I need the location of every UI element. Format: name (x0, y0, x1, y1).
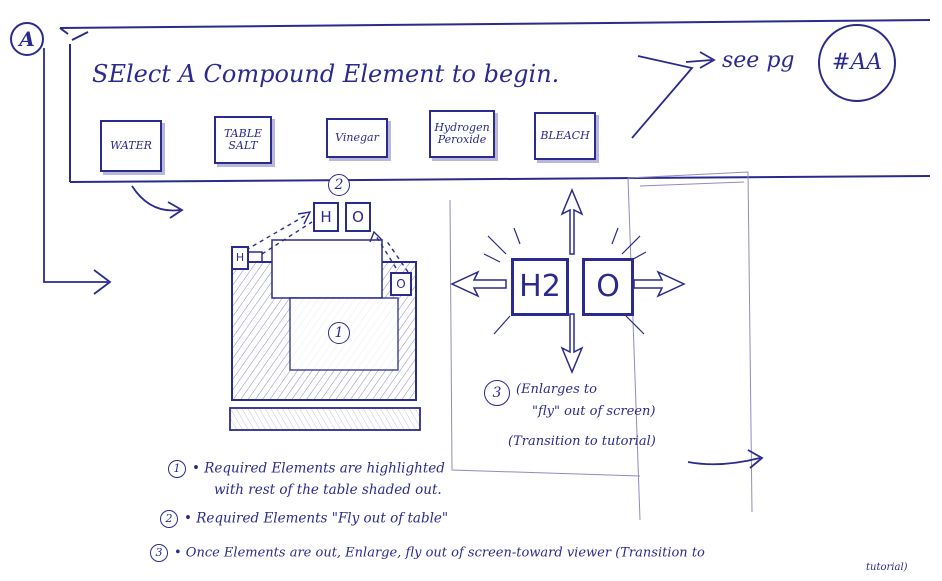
see-page-text: see pg (722, 48, 795, 73)
section-badge: A (10, 22, 44, 56)
selection-frame (59, 19, 931, 183)
left-connector (43, 48, 112, 295)
element-tile-h-flying: H (313, 202, 339, 232)
fly-out-arrows (245, 213, 409, 273)
compound-label: Hydrogen Peroxide (434, 121, 490, 146)
compound-label: BLEACH (540, 129, 590, 143)
compound-card-water[interactable]: WATER (100, 120, 162, 172)
element-tile-o-enlarged: O (582, 258, 634, 316)
compound-card-vinegar[interactable]: Vinegar (326, 118, 388, 158)
compound-label: TABLE SALT (223, 127, 263, 152)
legend-text: • Once Elements are out, Enlarge, fly ou… (174, 545, 705, 561)
element-tile-h2-enlarged: H2 (511, 258, 569, 316)
legend-text: • Required Elements are highlighted (192, 460, 445, 477)
screen-frames (449, 171, 753, 521)
water-to-table-arrow (131, 185, 184, 219)
legend-text: • Required Elements "Fly out of table" (184, 510, 449, 527)
see-page-arrow (631, 51, 716, 139)
enlarge-note-line-2: "fly" out of screen) (532, 404, 656, 419)
transition-arrow (687, 449, 764, 469)
legend-item-2: 2 • Required Elements "Fly out of table" (160, 510, 448, 528)
legend-item-1-continued: with rest of the table shaded out. (214, 482, 442, 498)
compound-card-table-salt[interactable]: TABLE SALT (214, 116, 272, 164)
legend-number: 1 (168, 460, 186, 478)
compound-label: Vinegar (335, 131, 379, 145)
step-1-marker: 1 (328, 322, 350, 344)
step-2-marker: 2 (328, 174, 350, 196)
legend-number: 3 (150, 544, 168, 562)
element-tile-h-in-table: H (231, 246, 249, 270)
compound-label: WATER (110, 139, 152, 153)
compound-card-bleach[interactable]: BLEACH (534, 112, 596, 160)
enlarge-note-line-1: (Enlarges to (516, 382, 597, 397)
legend-item-1: 1 • Required Elements are highlighted (168, 460, 445, 478)
periodic-table-sketch (229, 239, 421, 431)
compound-card-hydrogen-peroxide[interactable]: Hydrogen Peroxide (429, 110, 495, 158)
enlarge-arrows (450, 188, 686, 374)
legend-item-3-continued: tutorial) (866, 562, 908, 573)
prompt-text: SElect A Compound Element to begin. (92, 60, 560, 88)
burst-lines (483, 227, 647, 335)
enlarge-note-line-3: (Transition to tutorial) (508, 434, 656, 449)
step-3-marker: 3 (484, 380, 510, 406)
page-ref-badge: #AA (818, 24, 896, 102)
legend-item-3: 3 • Once Elements are out, Enlarge, fly o… (150, 544, 705, 562)
element-tile-o-in-table: O (390, 272, 412, 296)
element-tile-o-flying: O (345, 202, 371, 232)
legend-number: 2 (160, 510, 178, 528)
